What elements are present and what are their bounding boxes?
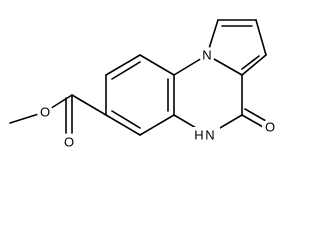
atom-label-o-ester-double-group: O — [61, 134, 77, 150]
atom-label-o-ester-single: O — [40, 104, 50, 119]
pyrrole-ring — [206, 19, 267, 76]
double-bond-b4-b5 — [111, 110, 141, 129]
atom-label-n1-group: N — [199, 47, 215, 63]
bond-b6-b1 — [105, 54, 141, 76]
pyrazinone-ring — [173, 54, 243, 136]
bond-b1-b2 — [139, 54, 175, 76]
bond-b4-b5 — [105, 114, 141, 136]
atom-label-n1: N — [202, 47, 211, 62]
atom-label-o-ester-single-group: O — [37, 104, 53, 120]
bond-p2-p3 — [255, 19, 267, 56]
double-bond-b6-b1 — [111, 61, 141, 80]
bond-c4-o — [241, 114, 264, 128]
atom-label-o-ester-double: O — [64, 134, 74, 149]
bond-b3-b4 — [139, 114, 175, 136]
atom-label-o-carbonyl-group: O — [262, 119, 278, 135]
benzene-ring — [105, 54, 175, 136]
carbonyl-group — [241, 108, 267, 128]
atom-label-h: H — [194, 127, 203, 142]
atom-label-nh: N — [205, 127, 214, 142]
bond-p3-c3a — [241, 54, 267, 76]
atom-label-o-carbonyl: O — [265, 119, 275, 134]
bond-b5-ester-c — [71, 94, 107, 116]
double-bond-c4-o — [244, 108, 267, 122]
atom-label-nh-group: H N — [192, 127, 220, 143]
double-bond-p3-c3a — [241, 55, 260, 70]
molecule-diagram: N H N O O O — [9, 19, 278, 150]
methyl-ester-group — [9, 94, 107, 134]
